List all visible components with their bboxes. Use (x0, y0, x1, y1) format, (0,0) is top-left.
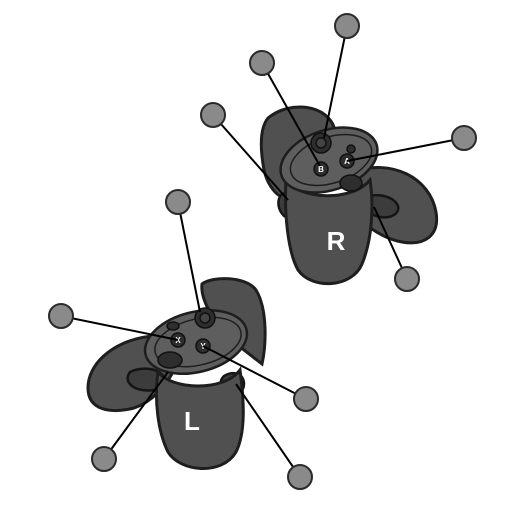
callout-line-left-x (60, 315, 179, 341)
callout-marker-right-trigger (394, 266, 420, 292)
callout-marker-right-a (451, 125, 477, 151)
callout-line-right-grip (212, 114, 289, 201)
callout-line-right-trigger (373, 206, 408, 280)
callout-line-left-y (202, 345, 307, 400)
callout-marker-right-b (249, 50, 275, 76)
callout-line-right-thumbstick (323, 25, 348, 139)
right-b-button: B (313, 161, 329, 177)
left-thumbstick (199, 312, 211, 324)
left-x-button-label: X (175, 336, 181, 345)
right-thumb-rest (339, 174, 363, 192)
right-oculus-button (346, 144, 356, 154)
right-handle (284, 175, 374, 285)
left-controller: X Y L (86, 277, 267, 470)
left-face-inner (154, 316, 242, 368)
callout-marker-right-grip (200, 102, 226, 128)
right-thumbstick (315, 137, 327, 149)
callout-marker-right-thumbstick (334, 13, 360, 39)
right-hand-label: R (327, 226, 346, 256)
callout-line-left-thumbstick (177, 201, 201, 313)
callout-marker-left-thumbstick (165, 189, 191, 215)
left-thumb-rest (157, 351, 183, 369)
left-hand-label: L (184, 406, 200, 436)
callout-marker-left-y (293, 386, 319, 412)
callout-line-right-b (261, 62, 321, 167)
left-handle (155, 366, 245, 470)
callouts (48, 13, 477, 490)
callout-marker-left-x (48, 303, 74, 329)
callout-marker-left-trigger (91, 446, 117, 472)
right-b-button-label: B (318, 165, 324, 174)
callout-line-left-trigger (103, 371, 169, 460)
callout-line-left-grip (235, 383, 301, 478)
callout-line-right-a (346, 137, 465, 162)
callout-marker-left-grip (287, 464, 313, 490)
right-controller: B A R (259, 105, 439, 285)
left-menu-button (166, 321, 180, 331)
